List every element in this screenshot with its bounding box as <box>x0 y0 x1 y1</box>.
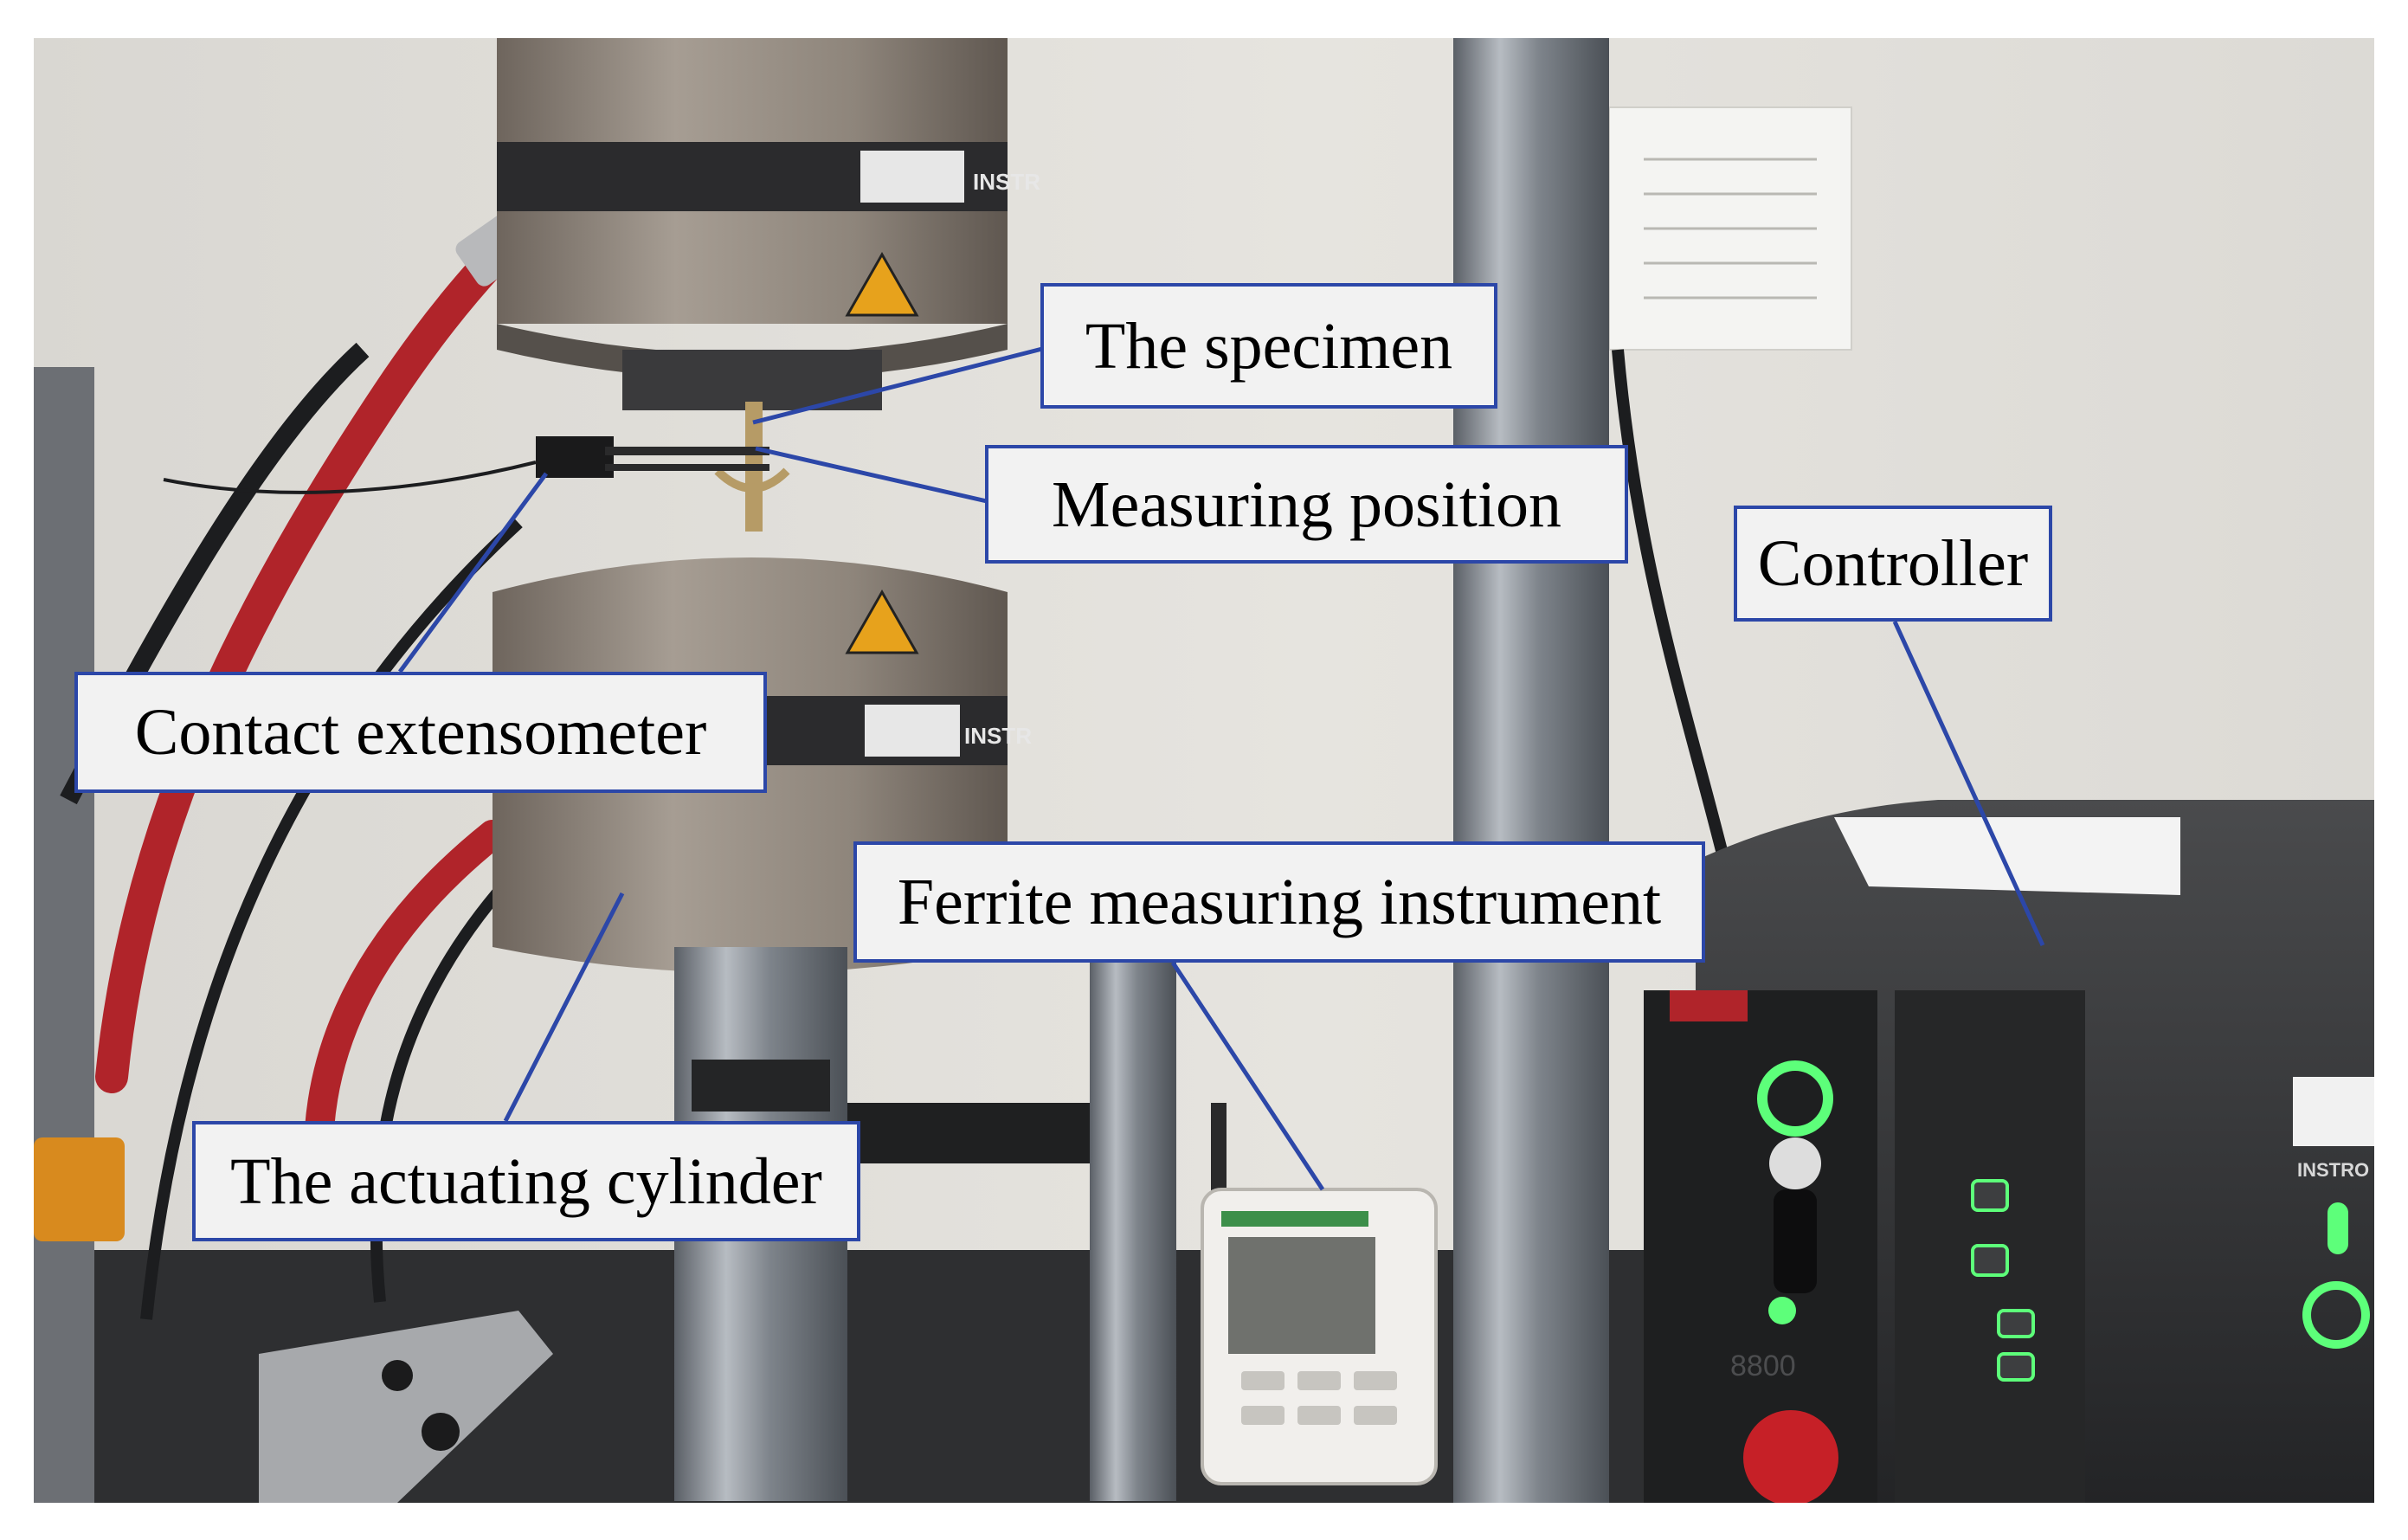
column-right <box>1453 38 1609 1503</box>
label-ferrite-instrument: Ferrite measuring instrument <box>853 841 1705 963</box>
emergency-stop <box>1743 1410 1838 1503</box>
label-measuring-position: Measuring position <box>985 445 1628 564</box>
label-controller: Controller <box>1734 506 2052 622</box>
panel-number: 8800 <box>1730 1350 1796 1382</box>
extensometer <box>536 436 614 478</box>
label-actuating-cylinder: The actuating cylinder <box>192 1121 860 1241</box>
column-left <box>1090 947 1176 1501</box>
label-contact-extensometer: Contact extensometer <box>74 672 767 793</box>
brand-upper: INSTR <box>973 169 1040 195</box>
brand-controller: INSTRO <box>2297 1159 2369 1181</box>
brand-lower: INSTR <box>964 723 1032 749</box>
orange-collar <box>34 1137 125 1241</box>
label-specimen: The specimen <box>1040 283 1497 409</box>
green-ring-led <box>1757 1060 1833 1137</box>
